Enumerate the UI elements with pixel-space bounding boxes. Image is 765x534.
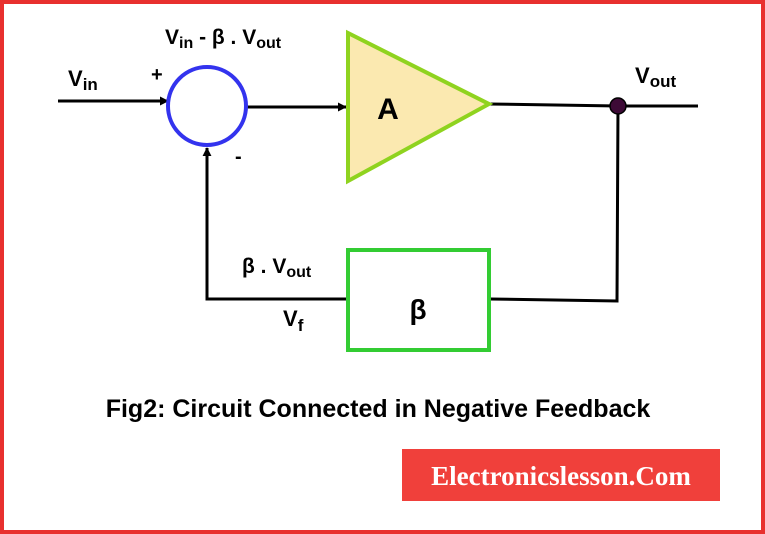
summing-junction: [166, 65, 248, 147]
output-node: [609, 97, 627, 115]
amp-to-output-wire: [488, 102, 698, 108]
amplifier-block: [346, 29, 494, 185]
watermark-background: [402, 449, 720, 501]
input-label: Vin: [68, 66, 98, 94]
vf-label: Vf: [283, 306, 304, 335]
watermark-text: Electronicslesson.Com: [431, 461, 691, 491]
plus-sign: +: [151, 64, 163, 86]
amplifier-label: A: [377, 93, 399, 126]
feedback-signal-label: β . Vout: [242, 255, 312, 281]
output-to-beta-wire: [489, 105, 620, 303]
beta-to-summer-wire: [202, 147, 347, 301]
beta-label: β: [409, 294, 426, 325]
output-label: Vout: [635, 63, 676, 91]
beta-block: [346, 248, 491, 352]
figure-caption: Fig2: Circuit Connected in Negative Feed…: [106, 395, 651, 423]
minus-sign: -: [235, 146, 242, 168]
summing-expression: Vin - β . Vout: [165, 26, 282, 52]
